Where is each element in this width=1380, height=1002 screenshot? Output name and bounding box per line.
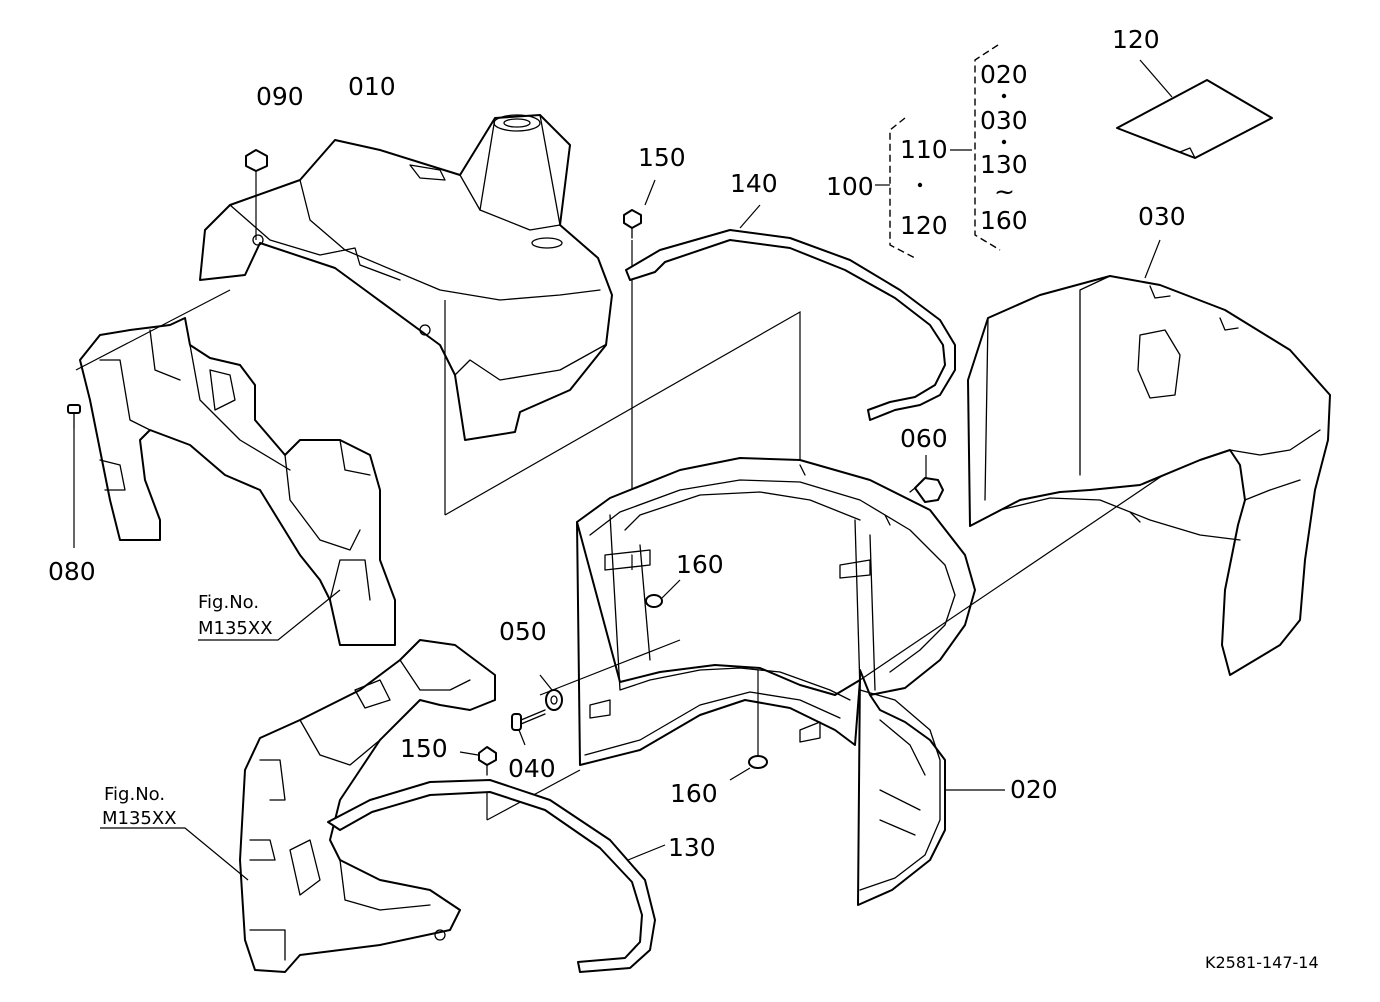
part-120-label-sheet <box>1116 59 1273 159</box>
part-160-grommet-a <box>645 579 681 608</box>
label-160-group: 160 <box>980 206 1028 235</box>
vent-grille <box>1137 329 1181 399</box>
part-080-bolt <box>67 289 231 548</box>
label-140: 140 <box>730 169 778 198</box>
label-080: 080 <box>48 557 96 586</box>
assembly-bracket-100 <box>875 44 1007 259</box>
fig-ref-lower-line2: M135XX <box>102 808 177 829</box>
label-060: 060 <box>900 424 948 453</box>
fig-ref-lower-line1: Fig.No. <box>104 784 165 805</box>
drawing-code: K2581-147-14 <box>1205 953 1319 972</box>
part-130-bracket-lower <box>327 779 666 973</box>
part-090-bolt <box>245 149 268 240</box>
part-040-bolt <box>511 709 546 746</box>
label-150-upper: 150 <box>638 143 686 172</box>
part-150-bolt-lower <box>459 746 497 820</box>
label-020-group: 020 <box>980 60 1028 89</box>
label-150-lower: 150 <box>400 734 448 763</box>
part-050-washer <box>539 674 563 711</box>
label-010: 010 <box>348 72 396 101</box>
part-010-dash-cover <box>199 114 613 441</box>
part-030-side-panel <box>967 239 1331 676</box>
label-050: 050 <box>499 617 547 646</box>
label-040: 040 <box>508 754 556 783</box>
fig-ref-upper-line2: M135XX <box>198 618 273 639</box>
label-tilde: ~ <box>994 177 1015 206</box>
part-060-nut <box>909 455 944 503</box>
label-120: 120 <box>1112 25 1160 54</box>
part-020-front-cowling <box>576 429 1231 906</box>
label-130: 130 <box>668 833 716 862</box>
label-130-group: 130 <box>980 150 1028 179</box>
label-110: 110 <box>900 135 948 164</box>
upper-steering-frame <box>79 317 396 646</box>
part-labels: 010 090 080 150 140 100 110 120 020 030 … <box>48 25 1319 972</box>
fig-ref-upper-line1: Fig.No. <box>198 592 259 613</box>
label-120-group: 120 <box>900 211 948 240</box>
label-030: 030 <box>1138 202 1186 231</box>
label-090: 090 <box>256 82 304 111</box>
fig-ref-leaders <box>100 589 341 881</box>
label-100: 100 <box>826 172 874 201</box>
label-020: 020 <box>1010 775 1058 804</box>
part-140-bracket-upper <box>625 204 956 421</box>
label-160-upper: 160 <box>676 550 724 579</box>
part-160-grommet-b <box>729 670 768 781</box>
label-030-group: 030 <box>980 106 1028 135</box>
label-160-lower: 160 <box>670 779 718 808</box>
